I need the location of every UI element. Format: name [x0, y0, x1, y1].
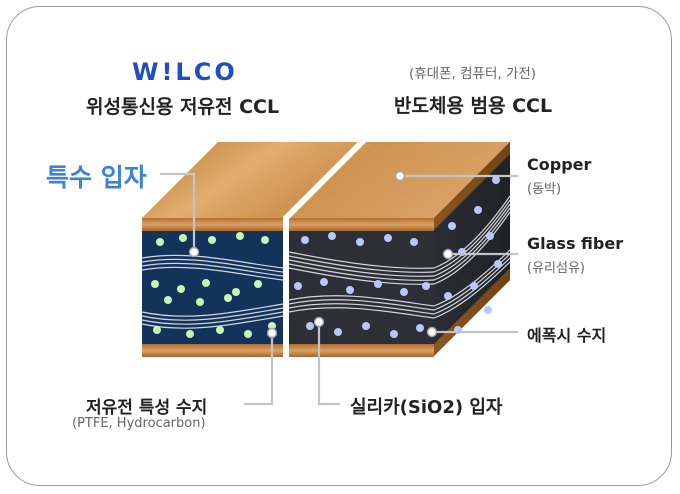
label-copper: Copper — [527, 155, 592, 174]
label-copper-sub: (동박) — [527, 182, 562, 197]
wilco-logo: W!LCO — [132, 58, 238, 86]
label-glass-fiber-sub: (유리섬유) — [527, 261, 585, 276]
special-particles — [151, 232, 276, 338]
label-epoxy-resin: 에폭시 수지 — [527, 326, 607, 345]
leader-lines — [160, 172, 518, 406]
special-particle-label: 특수 입자 — [46, 163, 147, 192]
label-low-dk-resin: 저유전 특성 수지 — [86, 398, 208, 418]
left-title: 위성통신용 저유전 CCL — [86, 96, 280, 118]
silica-particles — [294, 176, 502, 338]
label-low-dk-resin-sub: (PTFE, Hydrocarbon) — [72, 416, 206, 431]
copper-side-strip-bottom — [434, 268, 510, 356]
leader-dots — [188, 170, 454, 339]
glass-fiber-bundle — [141, 195, 511, 329]
right-subtitle: (휴대폰, 컴퓨터, 가전) — [409, 66, 537, 82]
right-title: 반도체용 범용 CCL — [394, 95, 553, 117]
label-glass-fiber: Glass fiber — [527, 234, 624, 253]
label-silica-particle: 실리카(SiO2) 입자 — [350, 397, 503, 418]
split-line — [283, 137, 367, 358]
laminate-side-face — [434, 142, 510, 356]
copper-side-strip-top — [434, 142, 510, 230]
